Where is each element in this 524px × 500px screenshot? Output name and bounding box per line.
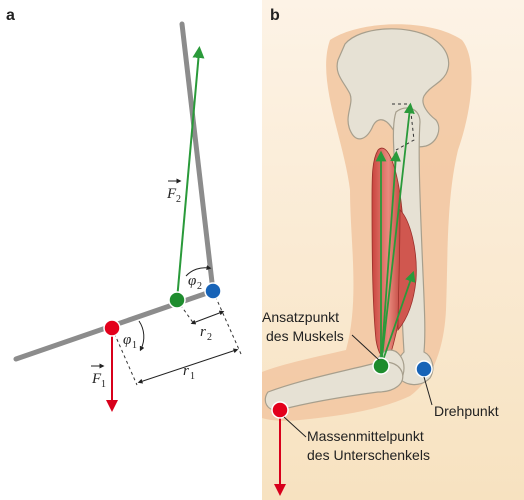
label-r2-symbol: r [200, 324, 206, 340]
panel-a-label: a [6, 7, 15, 24]
label-r2-sub: 2 [207, 332, 212, 343]
r1-dimension [137, 348, 239, 384]
label-f1: F 1 [91, 363, 106, 390]
panel-b: b Ansatzpunkt des Muskels [262, 0, 524, 500]
label-phi2-sub: 2 [197, 281, 202, 292]
insertion-label-line1: Ansatzpunkt [262, 309, 339, 325]
insertion-label-line2: des Muskels [266, 328, 344, 344]
label-phi1-symbol: φ [123, 332, 131, 348]
pivot-point-a [204, 282, 222, 300]
label-f2-sub: 2 [176, 194, 181, 205]
label-f1-sub: 1 [101, 379, 106, 390]
center-of-mass-point-a [103, 319, 121, 337]
lever-arm-dash-1 [111, 327, 138, 386]
pivot-leader-line [423, 376, 433, 406]
insertion-point-a [168, 291, 186, 309]
panel-b-label: b [270, 7, 280, 24]
insertion-point-b [372, 357, 390, 375]
pivot-label: Drehpunkt [434, 403, 499, 419]
label-r2: r 2 [200, 324, 212, 343]
muscle-force-arrow-3 [380, 102, 415, 367]
muscle-force-arrow-4 [380, 270, 416, 367]
r2-dimension [190, 310, 225, 325]
label-r1: r 1 [183, 363, 195, 382]
pivot-perpendicular-dash [212, 290, 242, 355]
muscle-force-arrow-2 [380, 150, 402, 367]
upper-lever-bar [179, 21, 216, 294]
label-phi2: φ 2 [188, 273, 202, 292]
label-phi1-sub: 1 [132, 340, 137, 351]
label-r1-symbol: r [183, 363, 189, 379]
com-label-line2: des Unterschenkels [307, 447, 430, 463]
label-r1-sub: 1 [190, 371, 195, 382]
pivot-point-b [415, 360, 433, 378]
pelvis-bone [336, 28, 450, 148]
com-label-line1: Massenmittelpunkt [307, 428, 424, 444]
force-f2-arrow [176, 46, 205, 301]
label-f2-symbol: F [166, 186, 177, 202]
com-leader-line [283, 416, 307, 438]
center-of-mass-point-b [271, 401, 289, 419]
label-f1-symbol: F [91, 371, 102, 387]
label-f2: F 2 [166, 178, 182, 205]
insertion-leader-line [351, 334, 380, 361]
label-phi2-symbol: φ [188, 273, 196, 289]
angle-phi2-arc [185, 265, 212, 277]
panel-a: a F 2 F 1 [6, 7, 242, 412]
label-phi1: φ 1 [123, 332, 137, 351]
thigh-muscle-inner [397, 209, 417, 332]
pelvis-dashed-outline [392, 103, 415, 151]
angle-phi1-arc [138, 320, 145, 352]
